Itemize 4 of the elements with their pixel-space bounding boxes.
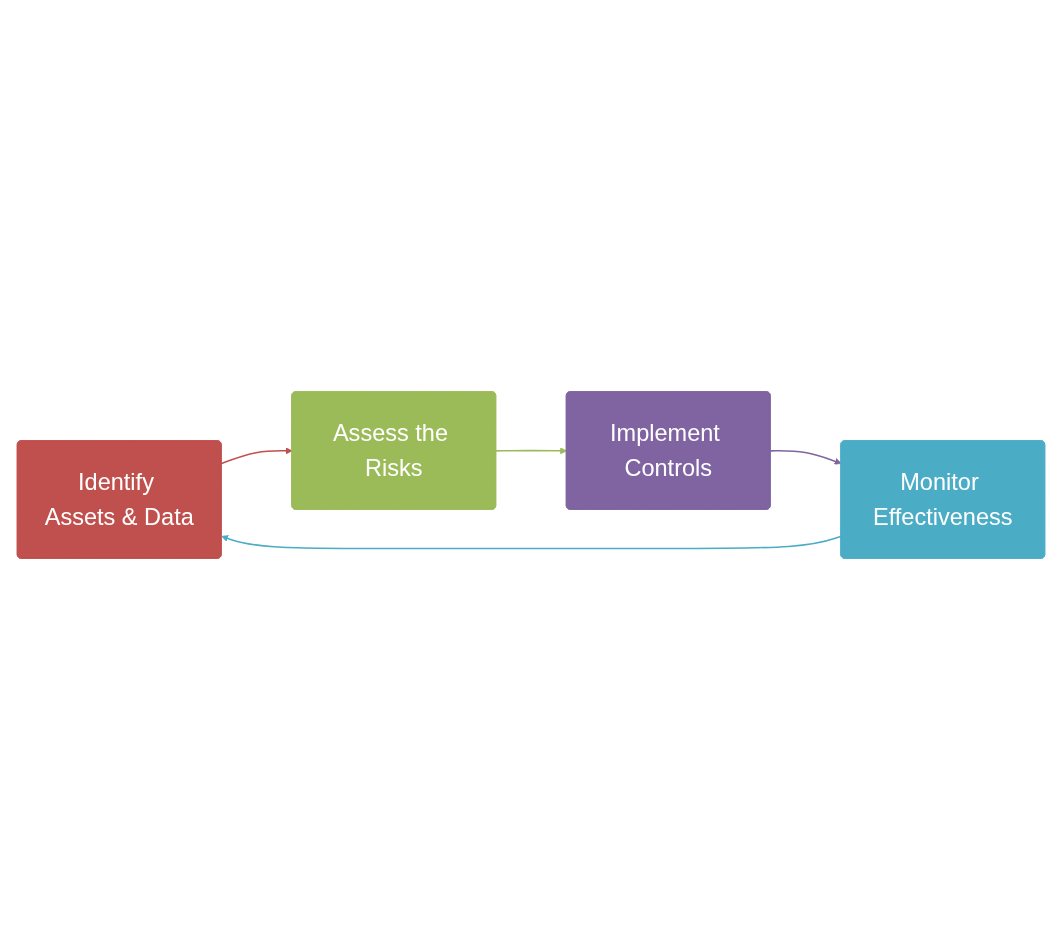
arrow [221, 535, 842, 550]
arrow [220, 447, 293, 465]
arrow [769, 450, 842, 465]
arrow [495, 447, 567, 455]
